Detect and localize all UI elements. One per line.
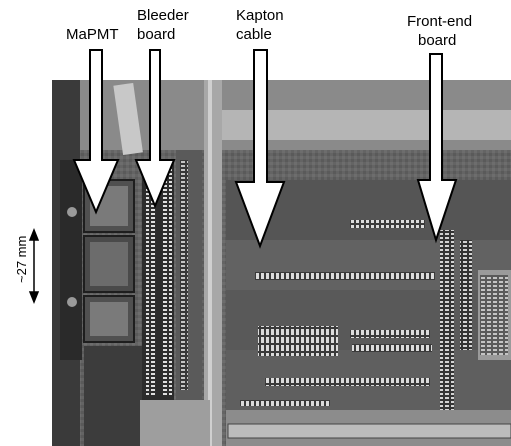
label-mapmt: MaPMT <box>66 26 119 43</box>
label-frontend-line2: board <box>418 32 457 49</box>
scale-arrow <box>28 227 40 305</box>
arrow-frontend <box>416 53 458 244</box>
arrow-mapmt <box>72 49 120 215</box>
label-frontend-line1: Front-end <box>407 13 473 30</box>
label-kapton-line2: cable <box>236 26 272 43</box>
arrow-bleeder <box>134 49 176 209</box>
label-bleeder-line2: board <box>137 26 176 43</box>
mapmt-modules <box>83 179 144 446</box>
label-kapton-line1: Kapton <box>236 7 284 24</box>
arrow-kapton <box>234 49 286 249</box>
label-bleeder-line1: Bleeder <box>137 7 189 24</box>
scale-label: ~27 mm <box>14 235 29 283</box>
